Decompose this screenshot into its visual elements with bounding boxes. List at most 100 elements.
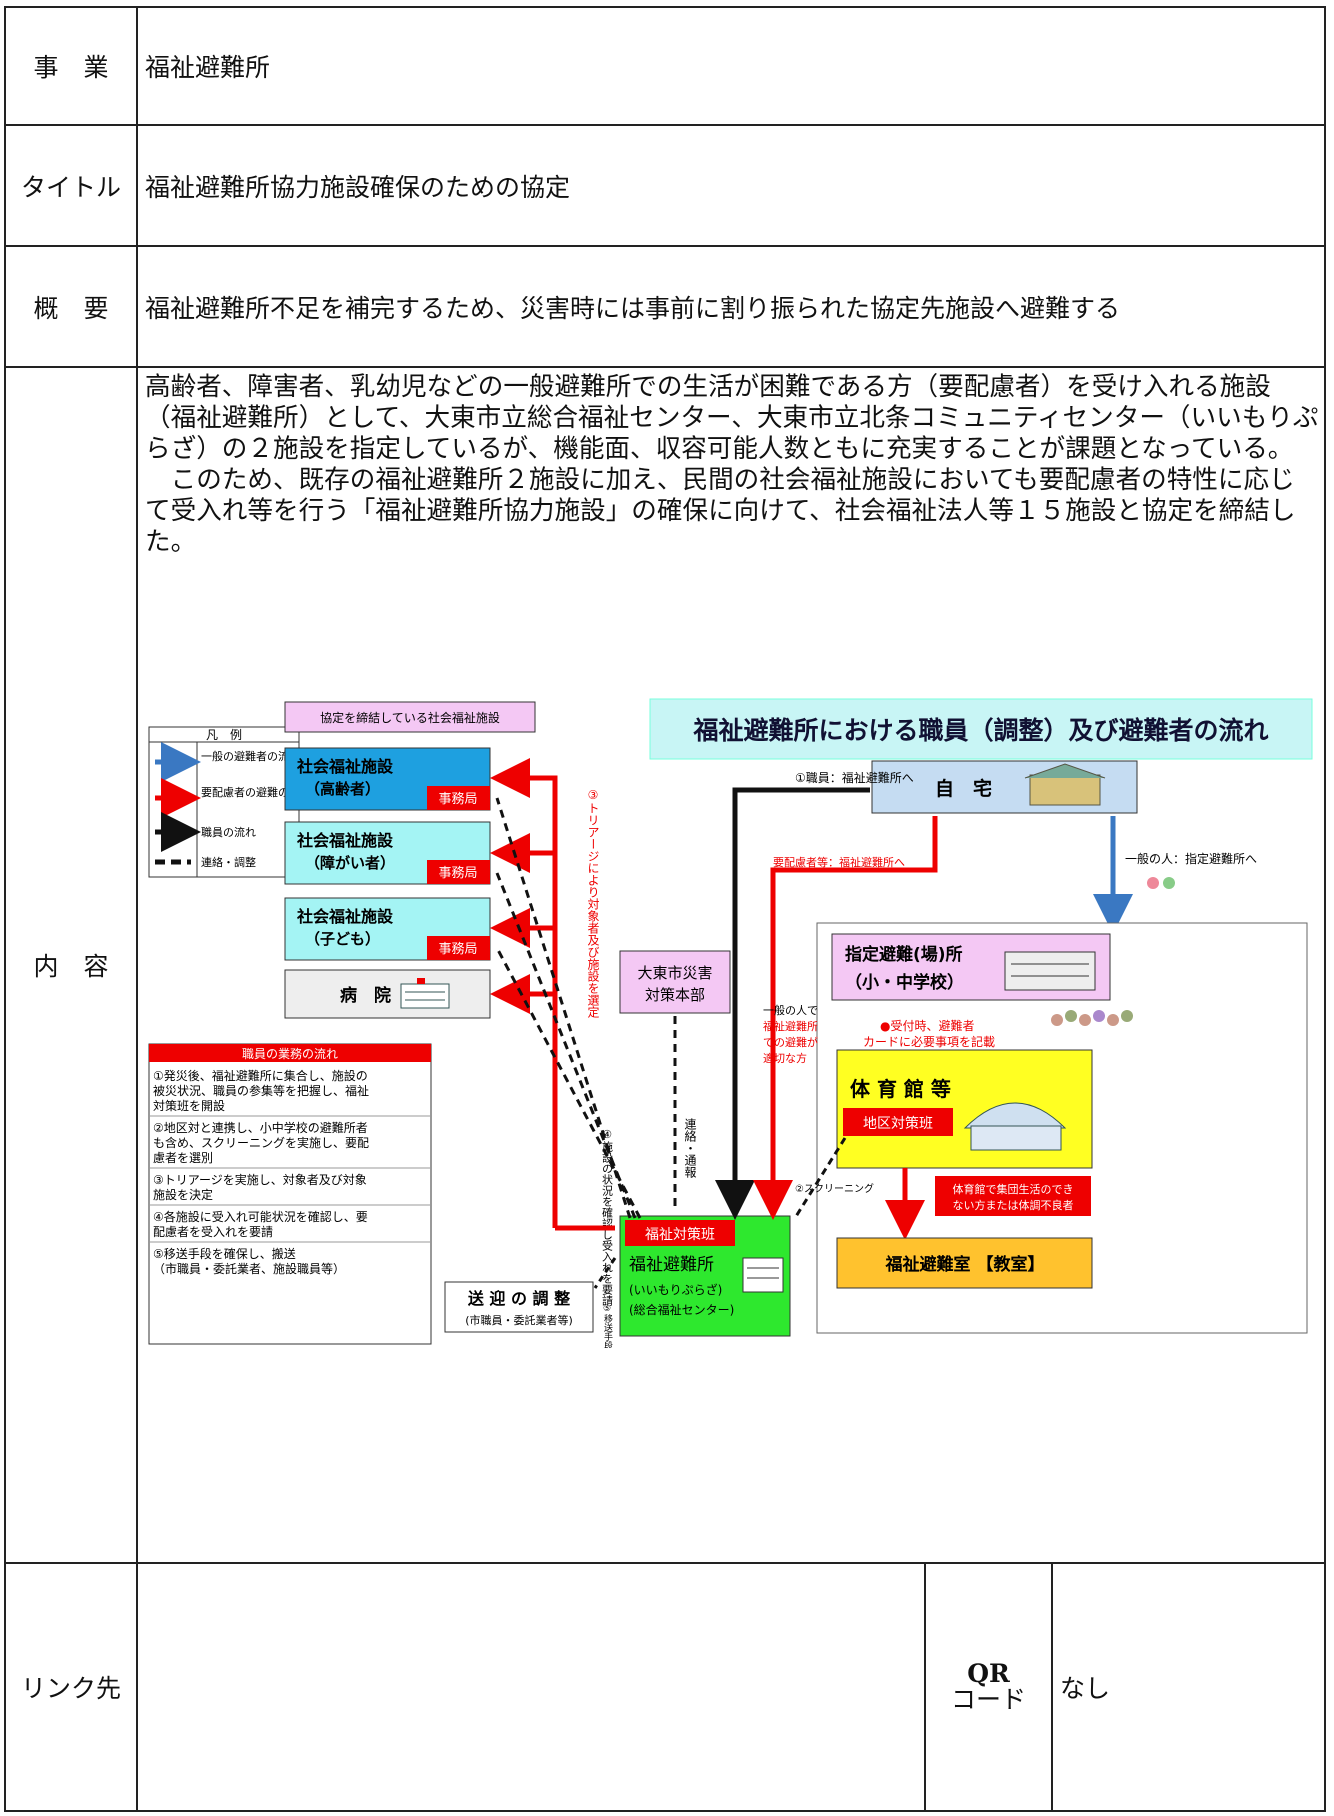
facility-tag — [427, 936, 490, 960]
home-label: 自 宅 — [935, 777, 992, 800]
facilities-header-box — [284, 701, 536, 733]
column-divider — [924, 1562, 926, 1812]
fukushi-team-label: 福祉対策班 — [645, 1226, 715, 1243]
facility-tag-label: 事務局 — [438, 942, 477, 957]
qr-label-line: コード — [950, 1685, 1026, 1714]
transport-label: 送 迎 の 調 整 — [467, 1289, 570, 1308]
value-jigyo: 福祉避難所 — [145, 53, 271, 82]
figure-title-box — [649, 698, 1313, 760]
gym-building-icon — [963, 1102, 1067, 1151]
request-note: ④施設の状況を確認し受入れを要請 — [601, 1128, 614, 1307]
duties-panel: 職員の業務の流れ ①発災後、福祉避難所に集合し、施設の 被災状況、職員の参集等を… — [148, 1043, 432, 1345]
legend-item: 一般の避難者の流れ — [201, 749, 300, 763]
hospital-box — [284, 969, 491, 1019]
facilities-header: 協定を締結している社会福祉施設 — [320, 710, 500, 725]
duty-line: 被災状況、職員の参集等を把握し、福祉 — [153, 1083, 369, 1098]
building-icon — [400, 978, 450, 1009]
needs-note: 要配慮者等：福祉避難所へ — [773, 855, 905, 869]
shelter-name: 福祉避難所 — [629, 1255, 714, 1275]
classroom-label: 福祉避難室 【教室】 — [885, 1254, 1045, 1275]
duties-header: 職員の業務の流れ — [242, 1047, 338, 1061]
hq-line: 大東市災害 — [637, 964, 712, 982]
facility-tag — [427, 860, 490, 884]
move-note: ⑤移送手段の確保 — [602, 1304, 613, 1348]
duty-line: ④各施設に受入れ可能状況を確認し、要 — [153, 1209, 368, 1224]
facility-tag-label: 事務局 — [438, 866, 477, 881]
facility-name: 社会福祉施設 — [296, 757, 394, 776]
duty-line: ①発災後、福祉避難所に集合し、施設の — [153, 1068, 368, 1083]
value-link[interactable] — [145, 1564, 920, 1810]
facility-name: 社会福祉施設 — [296, 831, 394, 850]
label-jigyo: 事 業 — [33, 53, 109, 82]
qr-value: なし — [1060, 1674, 1111, 1703]
classroom-box — [836, 1237, 1093, 1289]
facility-tag — [427, 786, 490, 810]
column-divider — [1051, 1562, 1053, 1812]
general-ok: での避難が — [763, 1035, 818, 1049]
shelter-sub: (総合福祉センター) — [629, 1302, 734, 1317]
transport-sub: (市職員・委託業者等) — [465, 1313, 573, 1327]
duty-line: 施設を決定 — [153, 1187, 213, 1202]
renraku-label: 連絡・通報 — [683, 1118, 697, 1179]
needs-arrow — [490, 758, 558, 1228]
gym-note: ない方または体調不良者 — [953, 1198, 1074, 1212]
reception-note: カードに必要事項を記載 — [863, 1034, 995, 1049]
qr-label: QR コード — [926, 1564, 1051, 1810]
row-divider — [4, 124, 1326, 126]
shelter-sub: (いいもりぷらざ) — [629, 1282, 722, 1297]
general-note: 一般の人：指定避難所へ — [1125, 851, 1257, 866]
hq-line: 対策本部 — [645, 986, 705, 1004]
facility-sub: （高齢者） — [305, 780, 380, 798]
label-title: タイトル — [20, 172, 121, 202]
gym-label: 体 育 館 等 — [850, 1077, 951, 1101]
value-gaiyo: 福祉避難所不足を補完するため、災害時には事前に割り振られた協定先施設へ避難する — [145, 293, 1121, 323]
duty-line: ③トリアージを実施し、対象者及び対象 — [153, 1172, 367, 1187]
content-text: 高齢者、障害者、乳幼児などの一般避難所での生活が困難である方（要配慮者）を受け入… — [145, 372, 1320, 558]
evacuation-flow-diagram: 福祉避難所における職員（調整）及び避難者の流れ 凡 例 一般の避難者の流れ 要配… — [148, 698, 1313, 1348]
label-gaiyo: 概 要 — [33, 293, 109, 323]
designated-label: 指定避難(場)所 — [845, 944, 963, 965]
general-ok: 福祉避難所 — [763, 1019, 818, 1033]
duty-line: ②地区対と連携し、小中学校の避難所者 — [153, 1120, 368, 1135]
general-ok: 適切な方 — [763, 1051, 807, 1065]
house-icon — [1024, 763, 1106, 806]
building-icon — [742, 1257, 784, 1293]
people-icon — [1147, 877, 1175, 889]
district-team-tag — [843, 1108, 953, 1136]
screening-line — [793, 1137, 847, 1219]
legend: 凡 例 一般の避難者の流れ 要配慮者の避難の流れ 職員の流れ 連絡・調整 — [148, 726, 311, 878]
district-team-label: 地区対策班 — [863, 1115, 933, 1132]
label-link: リンク先 — [20, 1674, 121, 1703]
coordination-line — [495, 872, 637, 1219]
document-table — [4, 6, 1326, 1812]
coordination-line — [495, 947, 642, 1219]
designated-sub: （小・中学校） — [845, 972, 964, 993]
general-ok: 一般の人で — [763, 1004, 818, 1017]
facility-sub: （障がい者） — [305, 854, 395, 872]
legend-item: 要配慮者の避難の流れ — [201, 785, 311, 799]
content-paragraph: このため、既存の福祉避難所２施設に加え、民間の社会福祉施設においても要配慮者の特… — [145, 465, 1296, 557]
fukushi-team-tag — [625, 1220, 735, 1246]
qr-label-line: QR — [967, 1659, 1010, 1688]
row-divider — [4, 1562, 1326, 1564]
legend-item: 職員の流れ — [201, 825, 256, 839]
content-paragraph: 高齢者、障害者、乳幼児などの一般避難所での生活が困難である方（要配慮者）を受け入… — [145, 372, 1319, 464]
label-naiyo: 内 容 — [33, 952, 109, 981]
triage-note: ③トリアージにより対象者及び施設を選定 — [586, 788, 600, 1019]
facility-sub: （子ども） — [305, 930, 380, 948]
needs-home-arrow — [753, 816, 938, 1220]
duty-line: も含め、スクリーニングを実施し、要配 — [153, 1135, 369, 1150]
staff-note: ①職員：福祉避難所へ — [795, 770, 914, 785]
duty-line: 対策班を開設 — [153, 1098, 225, 1113]
facility-name: 社会福祉施設 — [296, 907, 394, 926]
row-divider — [4, 245, 1326, 247]
duty-line: 慮者を選別 — [153, 1151, 213, 1165]
gym-note: 体育館で集団生活のでき — [953, 1182, 1074, 1196]
duty-line: ⑤移送手段を確保し、搬送 — [153, 1246, 296, 1261]
column-divider — [136, 6, 138, 1812]
legend-title: 凡 例 — [206, 728, 242, 742]
duty-line: （市職員・委託業者、施設職員等） — [153, 1261, 345, 1276]
hospital-label: 病 院 — [340, 985, 391, 1006]
gym-note-box — [935, 1176, 1091, 1216]
duty-line: 配慮者を受入れを要請 — [153, 1225, 273, 1239]
